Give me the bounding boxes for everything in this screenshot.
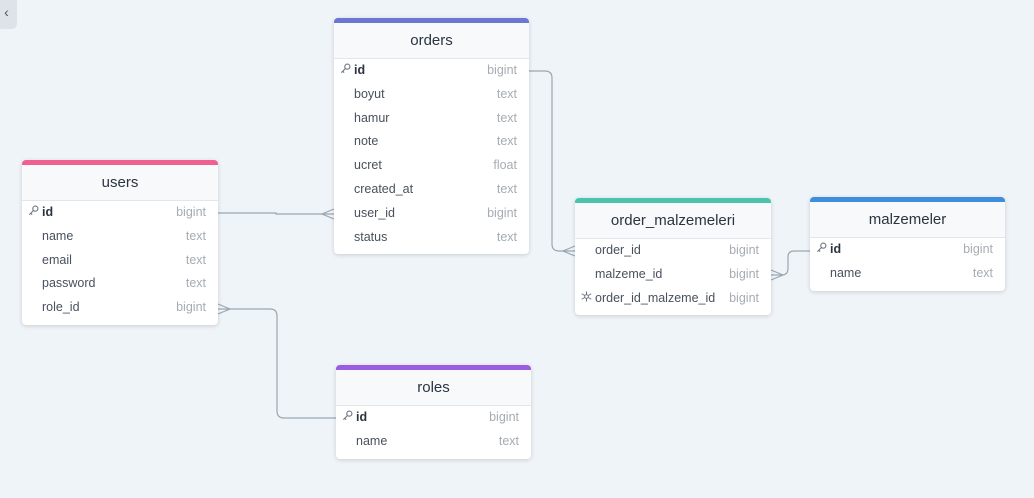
field-type: bigint — [176, 205, 206, 219]
field-name: name — [356, 433, 388, 448]
field-row[interactable]: status text — [334, 226, 529, 250]
field-type: text — [496, 134, 517, 149]
field-type: text — [498, 433, 519, 448]
field-row[interactable]: id bigint — [810, 238, 1005, 262]
field-name: malzeme_id — [595, 266, 663, 281]
field-name: id — [42, 205, 54, 219]
field-row[interactable]: name text — [22, 225, 218, 249]
field-row[interactable]: password text — [22, 272, 218, 296]
edge-users-roles-crowfoot — [217, 303, 232, 315]
edge-malz-ordermalz — [771, 250, 810, 276]
field-name: id — [830, 242, 842, 256]
table-footer-padding — [810, 286, 1005, 291]
field-name: ucret — [354, 158, 382, 173]
field-type: float — [493, 158, 517, 173]
field-name: name — [830, 265, 862, 280]
field-name: password — [42, 276, 96, 291]
field-row[interactable]: hamur text — [334, 107, 529, 131]
field-type: bigint — [489, 410, 519, 424]
field-type: bigint — [729, 266, 759, 281]
table-header[interactable]: malzemeler — [810, 202, 1005, 238]
field-name: created_at — [354, 181, 414, 196]
collapse-panel-button[interactable]: ‹ — [0, 0, 17, 29]
table-header[interactable]: orders — [334, 23, 529, 59]
field-name: role_id — [42, 300, 80, 315]
table-malzemeler[interactable]: malzemeler id bigint name text — [810, 197, 1005, 291]
field-name: boyut — [354, 86, 385, 101]
composite-index-icon — [580, 287, 593, 311]
field-name: order_id — [595, 243, 641, 257]
field-type: text — [496, 86, 517, 101]
field-name: hamur — [354, 110, 390, 125]
field-row[interactable]: id bigint — [336, 406, 531, 430]
field-row[interactable]: user_id bigint — [334, 202, 529, 226]
field-row[interactable]: id bigint — [22, 201, 218, 225]
field-row[interactable]: email text — [22, 249, 218, 273]
table-roles[interactable]: roles id bigint name text — [336, 365, 531, 459]
field-row[interactable]: id bigint — [334, 59, 529, 83]
table-footer-padding — [22, 320, 218, 325]
field-row[interactable]: name text — [336, 430, 531, 454]
field-row[interactable]: order_id_malzeme_id bigint — [575, 287, 771, 311]
field-name: id — [356, 410, 368, 424]
field-type: bigint — [963, 242, 993, 256]
field-type: text — [185, 276, 206, 291]
primary-key-icon — [27, 201, 40, 225]
field-name: order_id_malzeme_id — [595, 290, 716, 305]
table-footer-padding — [336, 454, 531, 459]
field-row[interactable]: boyut text — [334, 83, 529, 107]
field-row[interactable]: note text — [334, 130, 529, 154]
field-type: text — [496, 110, 517, 125]
field-name: name — [42, 228, 74, 243]
table-orders[interactable]: orders id bigint boyut text hamur text note text… — [334, 18, 529, 255]
field-type: text — [185, 252, 206, 267]
table-footer-padding — [575, 310, 771, 315]
field-row[interactable]: created_at text — [334, 178, 529, 202]
primary-key-icon — [815, 238, 828, 262]
chevron-left-icon: ‹ — [4, 4, 9, 20]
edge-users-orders — [218, 212, 334, 215]
table-footer-padding — [334, 249, 529, 254]
field-row[interactable]: role_id bigint — [22, 296, 218, 320]
table-header[interactable]: order_malzemeleri — [575, 203, 771, 239]
edge-malz-ordermalz-crowfoot — [770, 269, 785, 281]
table-header[interactable]: roles — [336, 370, 531, 406]
primary-key-icon — [341, 406, 354, 430]
field-type: bigint — [176, 300, 206, 315]
field-type: text — [496, 229, 517, 244]
field-name: user_id — [354, 205, 395, 220]
field-name: status — [354, 229, 388, 244]
field-type: bigint — [487, 63, 517, 77]
field-row[interactable]: name text — [810, 262, 1005, 286]
field-row[interactable]: ucret float — [334, 154, 529, 178]
field-type: bigint — [729, 290, 759, 305]
field-type: text — [496, 181, 517, 196]
field-row[interactable]: order_id bigint — [575, 239, 771, 263]
edge-orders-ordermalz-crowfoot — [561, 245, 576, 257]
field-name: id — [354, 63, 366, 77]
field-type: bigint — [487, 205, 517, 220]
table-users[interactable]: users id bigint name text email text password te… — [22, 160, 218, 325]
field-name: note — [354, 134, 379, 149]
table-header[interactable]: users — [22, 165, 218, 201]
primary-key-icon — [339, 59, 352, 83]
field-type: bigint — [729, 243, 759, 257]
edge-orders-ordermalz — [529, 70, 575, 252]
edge-users-roles — [218, 308, 337, 419]
field-type: text — [185, 228, 206, 243]
field-type: text — [972, 265, 993, 280]
field-row[interactable]: malzeme_id bigint — [575, 263, 771, 287]
edge-users-orders-crowfoot — [320, 208, 335, 220]
field-name: email — [42, 252, 72, 267]
